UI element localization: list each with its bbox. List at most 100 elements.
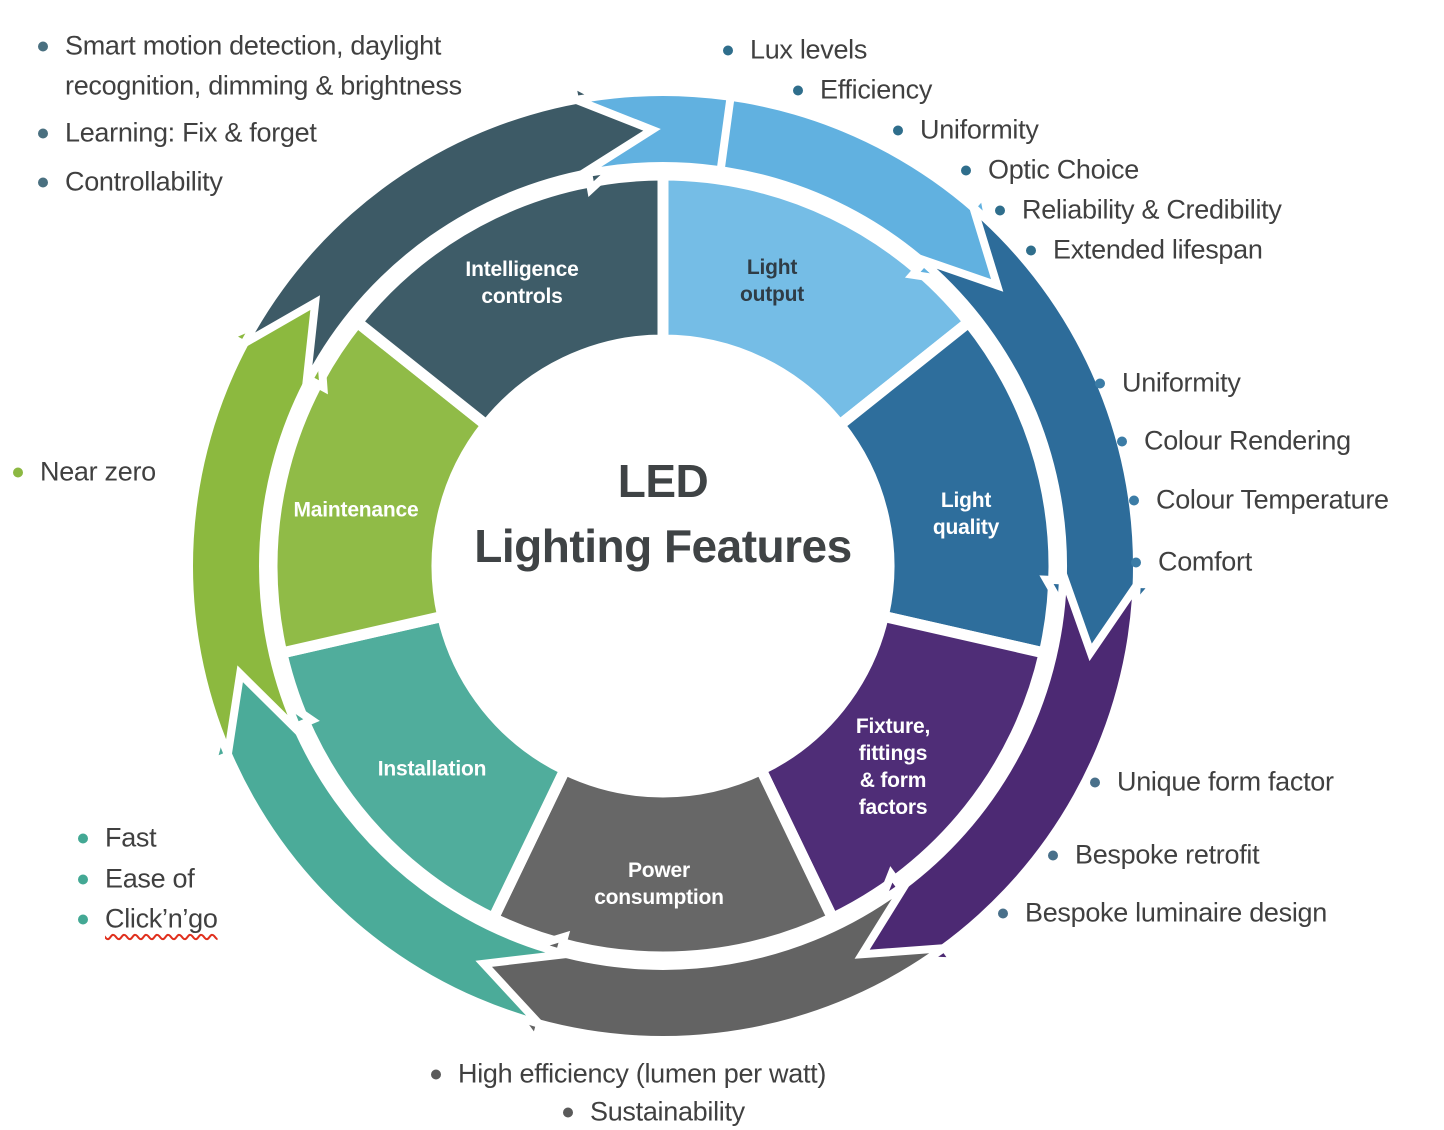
note-item-light-output: Reliability & Credibility [995, 195, 1282, 226]
note-text: Extended lifespan [1053, 234, 1263, 265]
bullet-dot-icon [78, 874, 88, 884]
bullet-dot-icon [1026, 245, 1036, 255]
note-text: Uniformity [920, 114, 1039, 145]
bullet-dot-icon [961, 165, 971, 175]
segment-label-line: fittings [858, 742, 928, 765]
bullet-dot-icon [38, 128, 48, 138]
bullet-dot-icon [38, 41, 48, 51]
note-item-intelligence-controls: Learning: Fix & forget [38, 118, 317, 149]
segment-label-line: Fixture, [855, 715, 931, 738]
segment-label-line: Installation [377, 757, 487, 781]
segment-label-light-output: Light output [740, 254, 804, 308]
bullet-dot-icon [13, 467, 23, 477]
note-item-fixture-fittings-form-factors: Bespoke retrofit [1048, 839, 1260, 871]
note-item-maintenance: Near zero [13, 457, 156, 488]
wedge-light-quality [831, 314, 1060, 660]
bullet-dot-icon [1129, 495, 1139, 505]
segment-label-intelligence-controls: Intelligence controls [465, 256, 578, 310]
note-item-installation: Ease of [78, 863, 195, 895]
note-item-light-quality: Colour Rendering [1117, 426, 1351, 457]
bullet-dot-icon [78, 833, 88, 843]
note-text: Colour Rendering [1144, 425, 1351, 456]
bullet-dot-icon [995, 205, 1005, 215]
segment-label-line: controls [481, 285, 563, 308]
note-text: recognition, dimming & brightness [65, 70, 462, 101]
bullet-dot-icon [563, 1107, 573, 1117]
bullet-dot-icon [998, 908, 1008, 918]
diagram-title-line2: Lighting Features [474, 520, 852, 572]
segment-label-line: Intelligence [465, 258, 579, 281]
segment-label-line: Maintenance [293, 498, 419, 522]
note-item-light-output: Optic Choice [961, 155, 1139, 186]
diagram-title-line1: LED [617, 455, 709, 507]
segment-label-maintenance: Maintenance [294, 497, 419, 524]
segment-label-line: quality [932, 516, 1000, 539]
note-text: Comfort [1158, 546, 1252, 577]
note-text: Near zero [40, 456, 156, 487]
note-item-intelligence-controls: Controllability [38, 167, 223, 198]
note-text: Bespoke luminaire design [1025, 897, 1327, 928]
note-item-intelligence-controls: recognition, dimming & brightness [65, 71, 462, 102]
wedge-fixture-fittings-form-factors [753, 609, 1051, 926]
note-item-installation: Fast [78, 822, 157, 854]
note-text: Lux levels [750, 34, 868, 65]
segment-label-line: consumption [594, 886, 724, 909]
note-text: Efficiency [820, 74, 933, 105]
note-item-light-output: Uniformity [893, 115, 1039, 146]
bullet-dot-icon [1117, 436, 1127, 446]
segment-label-line: & form [859, 769, 927, 792]
bullet-dot-icon [1090, 777, 1100, 787]
note-text: Colour Temperature [1156, 484, 1389, 515]
note-text: Bespoke retrofit [1075, 839, 1260, 870]
wedge-power-consumption [486, 762, 840, 963]
note-text: Unique form factor [1117, 766, 1334, 797]
wedge-maintenance [266, 314, 495, 660]
note-text: Ease of [105, 863, 195, 894]
note-item-light-output: Extended lifespan [1026, 235, 1263, 266]
note-item-light-quality: Uniformity [1095, 368, 1241, 399]
note-text: High efficiency (lumen per watt) [458, 1058, 827, 1089]
wedge-installation [275, 609, 573, 926]
note-item-power-consumption: High efficiency (lumen per watt) [431, 1059, 826, 1090]
segment-label-installation: Installation [377, 756, 487, 783]
note-text: Click’n’go [105, 903, 218, 934]
note-text: Sustainability [590, 1096, 745, 1127]
note-item-installation: Click’n’go [78, 904, 218, 935]
note-item-light-output: Efficiency [793, 75, 932, 106]
note-text: Smart motion detection, daylight [65, 30, 442, 61]
bullet-dot-icon [78, 914, 88, 924]
note-item-fixture-fittings-form-factors: Bespoke luminaire design [998, 898, 1327, 929]
bullet-dot-icon [1095, 378, 1105, 388]
bullet-dot-icon [1048, 850, 1058, 860]
segment-label-line: output [739, 283, 805, 306]
diagram-title: LED Lighting Features [474, 449, 852, 579]
wedge-light-output [657, 169, 977, 433]
segment-label-fixture-fittings-form-factors: Fixture, fittings & form factors [856, 713, 930, 821]
bullet-dot-icon [38, 177, 48, 187]
arrow-tail-notch-light-output [560, 88, 736, 181]
note-item-light-quality: Comfort [1131, 547, 1252, 578]
note-item-light-output: Lux levels [723, 35, 867, 66]
note-text: Controllability [65, 166, 223, 197]
note-text: Optic Choice [988, 154, 1139, 185]
segment-label-line: factors [858, 796, 928, 819]
bullet-dot-icon [893, 125, 903, 135]
note-text: Reliability & Credibility [1022, 194, 1282, 225]
note-item-fixture-fittings-form-factors: Unique form factor [1090, 767, 1334, 798]
note-text: Uniformity [1122, 367, 1241, 398]
note-item-light-quality: Colour Temperature [1129, 485, 1389, 516]
wedge-intelligence-controls [349, 169, 669, 433]
segment-label-line: Light [746, 256, 798, 279]
bullet-dot-icon [793, 85, 803, 95]
note-text: Learning: Fix & forget [65, 117, 317, 148]
segment-label-light-quality: Light quality [933, 487, 999, 541]
bullet-dot-icon [431, 1069, 441, 1079]
note-text: Fast [105, 822, 157, 853]
segment-label-line: Light [940, 489, 992, 512]
bullet-dot-icon [723, 45, 733, 55]
note-item-power-consumption: Sustainability [563, 1097, 745, 1128]
bullet-dot-icon [1131, 557, 1141, 567]
note-item-intelligence-controls: Smart motion detection, daylight [38, 31, 441, 62]
